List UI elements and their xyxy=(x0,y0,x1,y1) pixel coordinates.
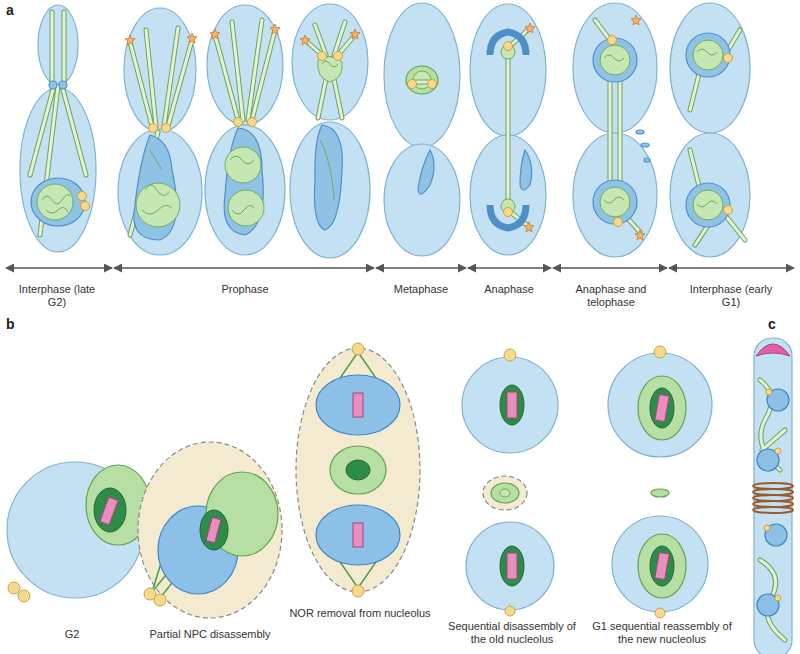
stage-label: Prophase xyxy=(185,283,305,296)
panel-letter: c xyxy=(768,316,788,332)
hyphal-cell xyxy=(753,338,793,654)
yeast-cell-prophase xyxy=(205,5,285,255)
yeast-cell-telophase xyxy=(573,3,657,257)
stage-label: G1 sequential reassembly of the new nucl… xyxy=(591,620,733,646)
nucleus-npc-disassembly xyxy=(138,442,282,618)
stage-label: Anaphase xyxy=(469,283,549,296)
panel-letter: b xyxy=(6,316,26,332)
stage-label: NOR removal from nucleolus xyxy=(275,607,445,620)
yeast-cell-prophase xyxy=(118,8,202,255)
yeast-cell-anaphase xyxy=(470,4,546,255)
nucleus-new-nucleolus-reassembly xyxy=(608,346,712,618)
yeast-cell-g2 xyxy=(20,5,96,252)
yeast-cell-g1 xyxy=(670,3,750,257)
stage-label: G2 xyxy=(42,628,102,641)
stage-label: Metaphase xyxy=(376,283,466,296)
stage-label: Sequential disassembly of the old nucleo… xyxy=(446,620,578,646)
nucleus-g2 xyxy=(7,462,150,602)
stage-label: Partial NPC disassembly xyxy=(135,628,285,641)
stage-label: Interphase (early G1) xyxy=(689,283,773,309)
stage-timeline xyxy=(6,268,794,269)
stage-label: Interphase (late G2) xyxy=(15,283,99,309)
nucleus-old-nucleolus-disassembly xyxy=(462,349,558,616)
yeast-cell-prophase xyxy=(290,4,370,258)
nucleus-nor-removal xyxy=(296,343,420,597)
stage-label: Anaphase and telophase xyxy=(561,283,661,309)
yeast-cell-metaphase xyxy=(384,3,460,256)
panel-letter: a xyxy=(6,2,26,18)
